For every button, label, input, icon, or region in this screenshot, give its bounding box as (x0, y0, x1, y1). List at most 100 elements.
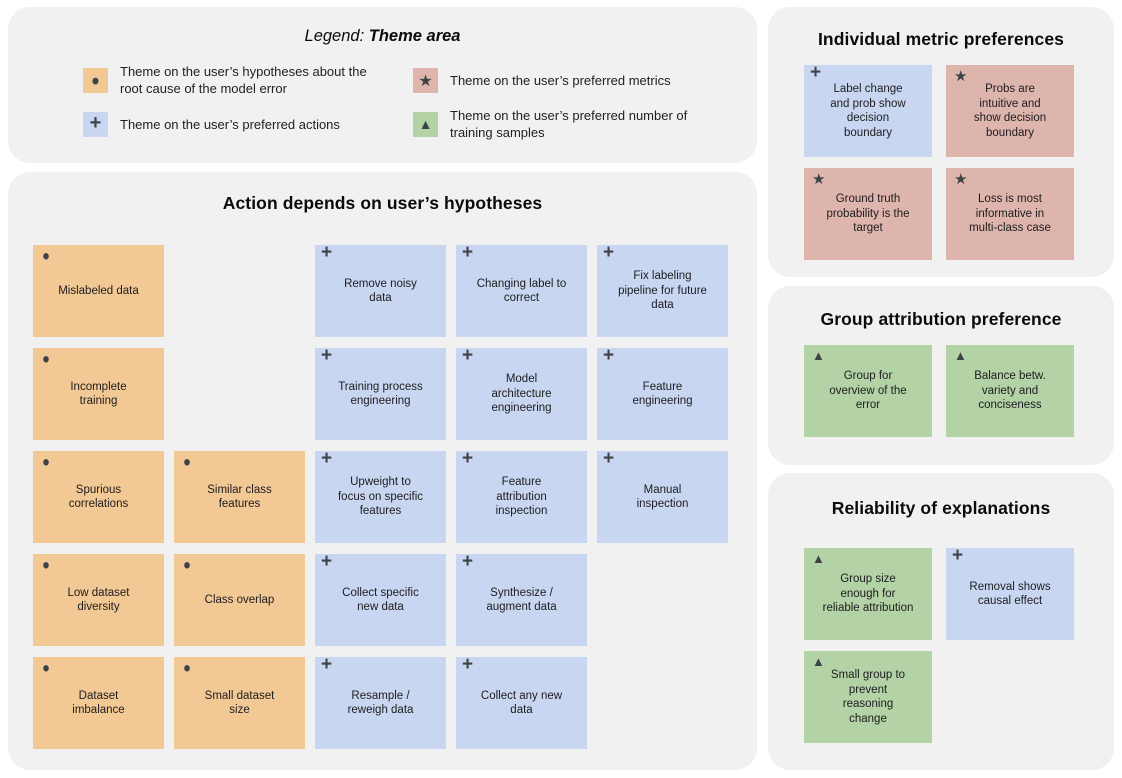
theme-card: +Model architecture engineering (456, 345, 587, 440)
card-text: Incomplete training (70, 380, 127, 408)
plus-icon: + (603, 242, 615, 263)
plus-icon: + (462, 242, 474, 263)
plus-icon: + (89, 112, 102, 134)
circle-icon: ● (42, 349, 50, 368)
theme-card: ★Ground truth probability is the target (804, 168, 932, 260)
theme-card: +Removal shows causal effect (946, 545, 1074, 640)
theme-card: ● Class overlap (174, 554, 305, 646)
card-text: Mislabeled data (58, 284, 139, 297)
card-text: Removal shows causal effect (969, 580, 1051, 608)
circle-icon: ● (42, 452, 50, 471)
star-icon: ★ (954, 68, 968, 85)
legend-item-metrics: ★ Theme on the user’s preferred metrics (413, 68, 671, 93)
metric-preferences-cards-grid: +Label change and prob show decision bou… (804, 62, 1074, 260)
triangle-icon: ▲ (812, 348, 825, 363)
theme-card: +Fix labeling pipeline for future data (597, 242, 728, 337)
card-text: Upweight to focus on specific features (337, 476, 423, 518)
triangle-icon: ▲ (418, 116, 433, 132)
legend-panel: Legend: Theme area ● Theme on the user’s… (8, 7, 757, 163)
card-text: Label change and prob show decision boun… (830, 83, 906, 139)
circle-icon: ● (42, 555, 50, 574)
theme-card: + Resample / reweigh data (315, 654, 446, 749)
panel-title: Individual metric preferences (817, 29, 1065, 49)
theme-card: + Collect any new data (456, 654, 587, 749)
circle-icon: ● (183, 452, 191, 471)
theme-card: ● Similar class features (174, 451, 305, 543)
theme-card: + Feature engineering (597, 345, 728, 440)
theme-card: +Collect specific new data (315, 551, 446, 646)
card-text: Synthesize / augment data (486, 586, 557, 614)
metric-swatch: ★ (413, 68, 438, 93)
card-text: Probs are intuitive and show decision bo… (973, 83, 1047, 139)
plus-icon: + (462, 654, 474, 675)
panel-title: Reliability of explanations (831, 498, 1051, 518)
star-icon: ★ (812, 171, 826, 188)
theme-card: ▲Group size enough for reliable attribut… (804, 548, 932, 640)
theme-card: ★ Probs are intuitive and show decision b… (946, 65, 1074, 157)
plus-icon: + (462, 448, 474, 469)
legend-item-actions: + Theme on the user’s preferred actions (83, 112, 340, 137)
plus-icon: + (462, 345, 474, 366)
card-text: Loss is most informative in multi-class … (969, 193, 1051, 235)
plus-icon: + (952, 545, 964, 566)
main-panel-action-hypotheses: Action depends on user’s hypotheses ●Mis… (8, 172, 757, 770)
card-text: Remove noisy data (344, 277, 417, 305)
group-attribution-cards-grid: ▲ Group for overview of the error ▲ Balance… (804, 345, 1074, 437)
card-text: Spurious correlations (68, 483, 129, 511)
action-swatch: + (83, 112, 108, 137)
plus-icon: + (321, 242, 333, 263)
plus-icon: + (603, 345, 615, 366)
theme-card: + Synthesize / augment data (456, 551, 587, 646)
card-text: Small dataset size (204, 689, 275, 717)
card-text: Low dataset diversity (67, 586, 130, 614)
theme-card: +Label change and prob show decision bou… (804, 62, 932, 157)
theme-card: ▲ Small group to prevent reasoning change (804, 651, 932, 743)
panel-group-attribution-preference: Group attribution preference ▲Group for … (768, 286, 1114, 465)
theme-card: ▲ Balance betw. variety and conciseness (946, 345, 1074, 437)
samples-swatch: ▲ (413, 111, 438, 137)
card-text: Manual inspection (636, 483, 689, 511)
theme-card: + Feature attribution inspection (456, 448, 587, 543)
theme-card: ★Loss is most informative in multi-class… (946, 168, 1074, 260)
theme-card: ● Low dataset diversity (33, 554, 164, 646)
star-icon: ★ (954, 171, 968, 188)
card-text: Fix labeling pipeline for future data (618, 270, 707, 312)
card-text: Feature engineering (632, 380, 693, 408)
legend-item-label: Theme on the user’s preferred actions (120, 117, 340, 132)
card-text: Collect any new data (480, 689, 563, 717)
legend-title: Legend: Theme area (8, 27, 757, 46)
theme-card: +Training process engineering (315, 345, 446, 440)
card-text: Class overlap (204, 593, 275, 606)
legend-item-label: Theme on the user’s hypotheses about the… (120, 64, 367, 96)
panel-reliability-of-explanations: Reliability of explanations ▲Group size … (768, 473, 1114, 770)
circle-icon: ● (183, 555, 191, 574)
circle-icon: ● (42, 246, 50, 265)
legend-item-label: Theme on the user’s preferred metrics (450, 73, 671, 88)
triangle-icon: ▲ (954, 348, 967, 363)
theme-card: ▲ Group for overview of the error (804, 345, 932, 437)
legend-title-prefix: Legend: (304, 27, 369, 45)
circle-icon: ● (91, 71, 100, 89)
main-cards-grid: ●Mislabeled data+Remove noisy data+Chang… (33, 242, 728, 749)
triangle-icon: ▲ (812, 654, 825, 669)
card-text: Group size enough for reliable attributi… (822, 573, 914, 615)
theme-card: ●Small dataset size (174, 657, 305, 749)
card-text: Similar class features (207, 483, 272, 511)
card-text: Feature attribution inspection (495, 476, 548, 518)
plus-icon: + (462, 551, 474, 572)
star-icon: ★ (418, 72, 433, 90)
card-text: Balance betw. variety and conciseness (974, 370, 1046, 412)
theme-card: ● Mislabeled data (33, 245, 164, 337)
card-text: Ground truth probability is the target (826, 193, 910, 235)
card-text: Dataset imbalance (72, 689, 125, 717)
plus-icon: + (321, 654, 333, 675)
plus-icon: + (321, 448, 333, 469)
theme-card: ● Incomplete training (33, 348, 164, 440)
plus-icon: + (321, 551, 333, 572)
legend-item-label: Theme on the user’s preferred number of … (450, 108, 688, 140)
card-text: Group for overview of the error (829, 370, 907, 412)
card-text: Small group to prevent reasoning change (830, 669, 906, 725)
theme-card: ●Dataset imbalance (33, 657, 164, 749)
card-text: Resample / reweigh data (347, 689, 414, 717)
theme-card: + Remove noisy data (315, 242, 446, 337)
